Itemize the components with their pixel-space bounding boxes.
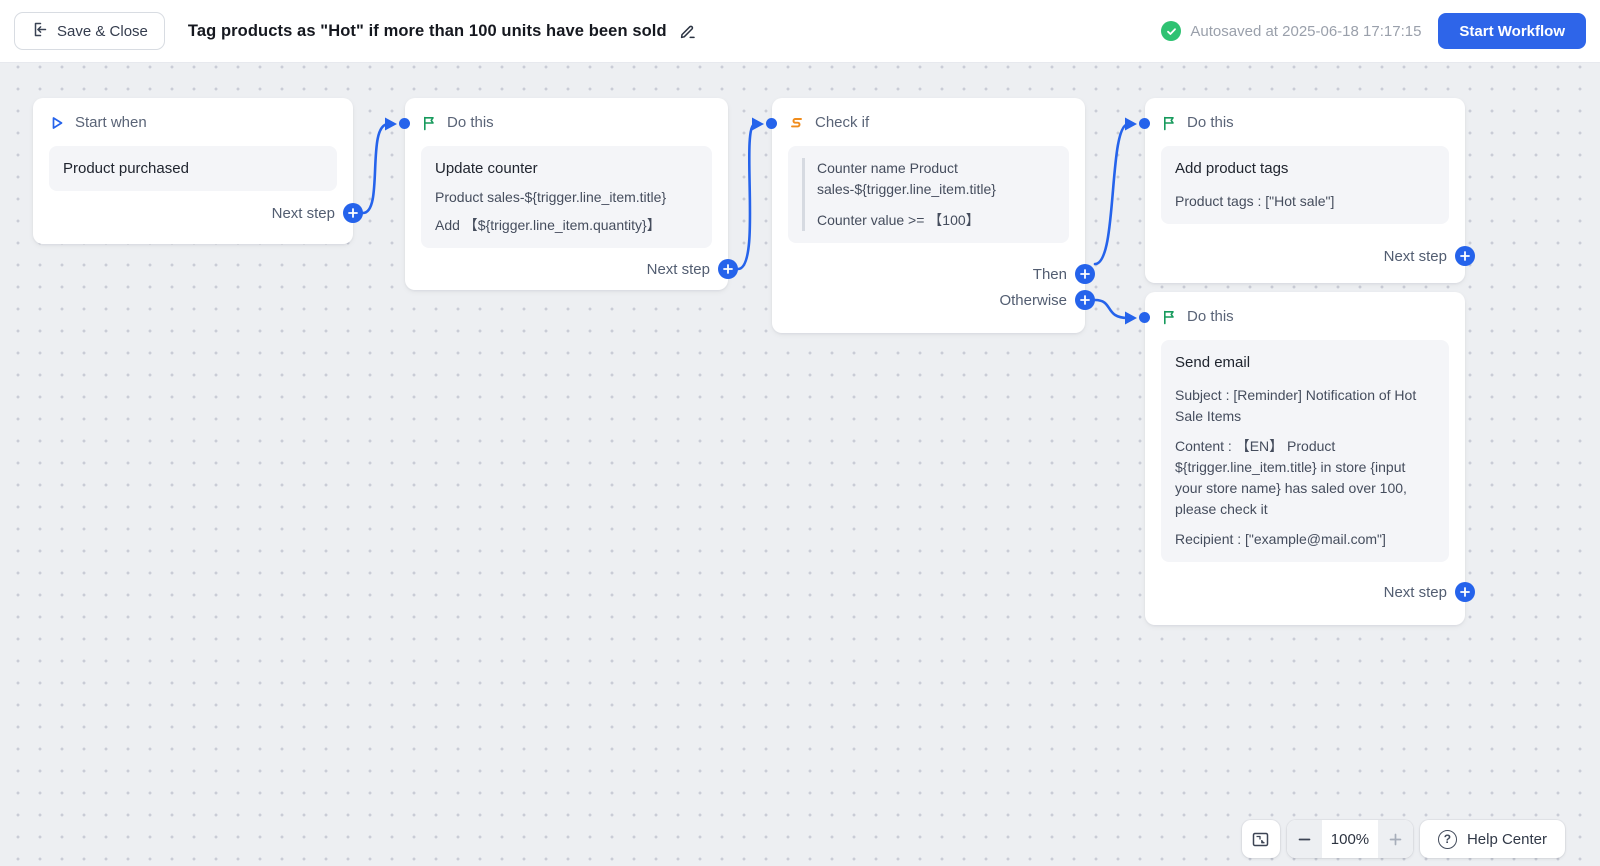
help-center-label: Help Center <box>1466 830 1547 848</box>
node-header-label: Do this <box>447 114 494 131</box>
action-summary[interactable]: Send email Subject : [Reminder] Notifica… <box>1161 340 1449 562</box>
zoom-in-button[interactable] <box>1377 820 1413 858</box>
next-step-label: Next step <box>646 260 710 278</box>
node-header-label: Check if <box>815 114 870 131</box>
node-header: Check if <box>788 114 1069 131</box>
pencil-icon <box>680 25 695 38</box>
zoom-control: 100% <box>1286 820 1413 858</box>
then-row: Then <box>1033 264 1095 284</box>
otherwise-label: Otherwise <box>999 291 1067 309</box>
action-summary[interactable]: Update counter Product sales-${trigger.l… <box>421 146 712 248</box>
condition-line: Counter name Product sales-${trigger.lin… <box>817 160 996 197</box>
flag-icon <box>1164 116 1174 130</box>
node-start-when[interactable]: Start when Product purchased Next step <box>33 98 363 244</box>
check-icon <box>1161 21 1182 41</box>
node-check-if[interactable]: Check if Counter name Product sales-${tr… <box>772 98 1095 333</box>
otherwise-row: Otherwise <box>999 290 1095 310</box>
input-port-dot[interactable] <box>1139 118 1150 129</box>
input-port-dot[interactable] <box>766 118 777 129</box>
trigger-name: Product purchased <box>63 160 189 177</box>
exit-icon <box>31 21 48 42</box>
start-workflow-button[interactable]: Start Workflow <box>1438 13 1586 49</box>
action-detail: Add 【${trigger.line_item.quantity}】 <box>435 217 661 233</box>
next-step-row: Next step <box>272 203 363 223</box>
plus-icon <box>1080 269 1090 279</box>
condition-line: Counter value >= 【100】 <box>817 212 980 228</box>
plus-icon <box>348 208 358 218</box>
node-header: Do this <box>1161 114 1449 131</box>
fit-view-button[interactable] <box>1241 820 1280 858</box>
add-step-button[interactable] <box>343 203 363 223</box>
flag-icon <box>1164 310 1174 324</box>
save-close-button[interactable]: Save & Close <box>14 12 165 50</box>
plus-icon <box>1080 295 1090 305</box>
add-step-button[interactable] <box>718 259 738 279</box>
condition-rule: Counter name Product sales-${trigger.lin… <box>802 158 1055 231</box>
node-header-label: Do this <box>1187 308 1234 325</box>
autosave-status: Autosaved at 2025-06-18 17:17:15 <box>1161 21 1421 41</box>
email-subject: Subject : [Reminder] Notification of Hot… <box>1175 387 1417 424</box>
add-otherwise-step-button[interactable] <box>1075 290 1095 310</box>
canvas-toolbar: 100% ? Help Center <box>1241 820 1565 858</box>
input-port-dot[interactable] <box>399 118 410 129</box>
condition-summary[interactable]: Counter name Product sales-${trigger.lin… <box>788 146 1069 243</box>
plus-icon <box>1460 251 1470 261</box>
next-step-row: Next step <box>1384 246 1475 266</box>
node-update-counter[interactable]: Do this Update counter Product sales-${t… <box>405 98 738 290</box>
node-header-label: Do this <box>1187 114 1234 131</box>
node-header: Do this <box>421 114 712 131</box>
action-name: Send email <box>1175 354 1251 371</box>
minus-icon <box>1298 838 1311 840</box>
action-name: Update counter <box>435 160 538 177</box>
email-content: Content : 【EN】 Product ${trigger.line_it… <box>1175 438 1407 517</box>
play-icon <box>52 116 63 129</box>
flag-icon <box>424 116 434 130</box>
add-then-step-button[interactable] <box>1075 264 1095 284</box>
node-send-email[interactable]: Do this Send email Subject : [Reminder] … <box>1145 292 1475 625</box>
top-bar: Save & Close Tag products as "Hot" if mo… <box>0 0 1600 63</box>
zoom-out-button[interactable] <box>1286 820 1322 858</box>
next-step-label: Next step <box>1383 583 1447 601</box>
edit-title-button[interactable] <box>678 22 697 41</box>
email-recipient: Recipient : ["example@mail.com"] <box>1175 531 1386 547</box>
plus-icon <box>1460 587 1470 597</box>
branch-icon <box>791 118 802 128</box>
workflow-title-wrap: Tag products as "Hot" if more than 100 u… <box>188 22 697 41</box>
workflow-title: Tag products as "Hot" if more than 100 u… <box>187 21 667 40</box>
node-header: Start when <box>49 114 337 131</box>
then-label: Then <box>1032 265 1067 283</box>
action-summary[interactable]: Add product tags Product tags : ["Hot sa… <box>1161 146 1449 224</box>
question-icon: ? <box>1437 829 1457 849</box>
save-close-label: Save & Close <box>57 22 148 40</box>
workflow-canvas[interactable]: Start when Product purchased Next step D… <box>0 63 1600 866</box>
action-name: Add product tags <box>1175 160 1289 177</box>
help-center-button[interactable]: ? Help Center <box>1419 820 1565 858</box>
action-detail: Product tags : ["Hot sale"] <box>1175 193 1335 209</box>
zoom-level: 100% <box>1321 820 1378 858</box>
node-header-label: Start when <box>75 114 147 131</box>
input-port-dot[interactable] <box>1139 312 1150 323</box>
next-step-row: Next step <box>647 259 738 279</box>
next-step-label: Next step <box>1383 247 1447 265</box>
add-step-button[interactable] <box>1455 582 1475 602</box>
autosave-text: Autosaved at 2025-06-18 17:17:15 <box>1190 22 1422 40</box>
fit-view-icon <box>1253 832 1269 846</box>
next-step-row: Next step <box>1384 582 1475 602</box>
plus-icon <box>723 264 733 274</box>
add-step-button[interactable] <box>1455 246 1475 266</box>
action-detail: Product sales-${trigger.line_item.title} <box>435 189 667 205</box>
trigger-summary[interactable]: Product purchased <box>49 146 337 191</box>
plus-icon <box>1389 833 1402 845</box>
node-add-product-tags[interactable]: Do this Add product tags Product tags : … <box>1145 98 1475 283</box>
node-header: Do this <box>1161 308 1449 325</box>
next-step-label: Next step <box>271 204 335 222</box>
